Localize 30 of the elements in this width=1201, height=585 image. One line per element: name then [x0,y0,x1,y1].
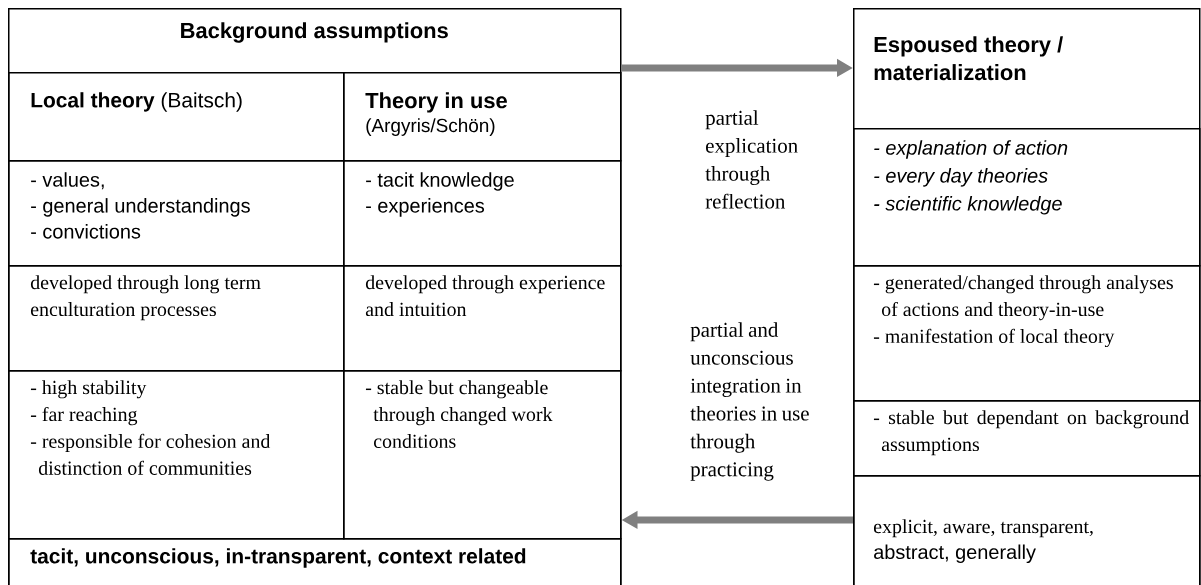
edge-label: partial and unconscious integration in theories in use through practicing [690,322,809,481]
table-cell [853,128,1201,267]
cell-text: - tacit knowledge - experiences [366,172,514,217]
table-cell [8,370,345,540]
cell-text: Local theory (Baitsch) [31,92,242,112]
cell-text: Theory in use (Argyris/Schön) [365,92,507,136]
table-heading: tacit, unconscious, in-transparent, context related [30,548,526,568]
table-cell [343,370,622,540]
table-cell [343,160,622,267]
table-heading: Espoused theory / materialization [874,36,1063,81]
table-cell [8,265,345,372]
table-heading: Background assumptions [181,22,448,43]
cell-text: developed through experience and intuition [365,275,605,317]
cell-text: - generated/changed through analyses of actions and theory-in-use - manifestation of local theory [873,275,1173,348]
cell-text: developed through long term enculturation processes [30,275,261,321]
table-cell [8,72,345,162]
table-cell [8,538,622,585]
cell-text: - explanation of action - every day theories - scientific knowledge [874,140,1068,215]
table-cell [853,475,1201,585]
cell-text: explicit, aware, transparent, abstract, generally [874,519,1093,564]
table-cell [343,265,622,372]
cell-text: - stable but dependant on background assumptions [873,410,1189,456]
cell-text: - stable but changeable through changed work conditions [365,380,553,448]
table-cell [8,160,345,267]
edge-label: partial explication through reflection [705,110,798,209]
table-cell [343,72,622,162]
cell-text: - high stability - far reaching - responsible for cohesion and distinction of communities [30,380,271,475]
cell-text: - values, - general understandings - convictions [31,172,250,239]
table-cell [853,265,1201,402]
table-cell [853,400,1201,477]
